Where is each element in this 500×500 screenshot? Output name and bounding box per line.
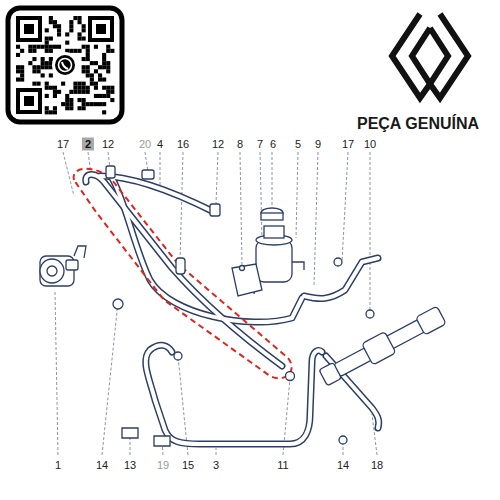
steering-rack [318, 304, 448, 388]
callout-number: 18 [370, 460, 384, 471]
brand-label: PEÇA GENUÍNA [356, 116, 480, 132]
brand-logo [392, 14, 468, 98]
callout-number: 10 [363, 139, 377, 150]
callout-number: 19 [156, 460, 170, 471]
callout-number: 3 [212, 460, 220, 471]
parts [40, 166, 447, 446]
callout-number: 15 [181, 460, 195, 471]
reservoir [254, 208, 304, 294]
leader-lines [55, 152, 377, 455]
callout-number: 6 [269, 139, 277, 150]
callout-number: 2 [82, 138, 94, 151]
callout-number: 14 [336, 460, 350, 471]
callout-number: 1 [54, 460, 62, 471]
callout-number: 16 [176, 139, 190, 150]
bracket [232, 264, 262, 296]
callout-number: 4 [156, 139, 164, 150]
callout-number: 5 [294, 139, 302, 150]
callout-number: 20 [138, 139, 152, 150]
qr-code [8, 8, 122, 122]
callout-number: 17 [56, 139, 70, 150]
callout-number: 12 [101, 139, 115, 150]
callout-number: 7 [256, 139, 264, 150]
highlight-outline [74, 169, 292, 379]
callout-number: 11 [276, 460, 289, 471]
callout-number: 17 [341, 139, 355, 150]
pump [40, 246, 86, 286]
callout-number: 13 [123, 460, 137, 471]
callout-number: 8 [236, 139, 244, 150]
callout-number: 9 [314, 139, 322, 150]
callout-number: 14 [95, 460, 109, 471]
callout-number: 12 [211, 139, 225, 150]
